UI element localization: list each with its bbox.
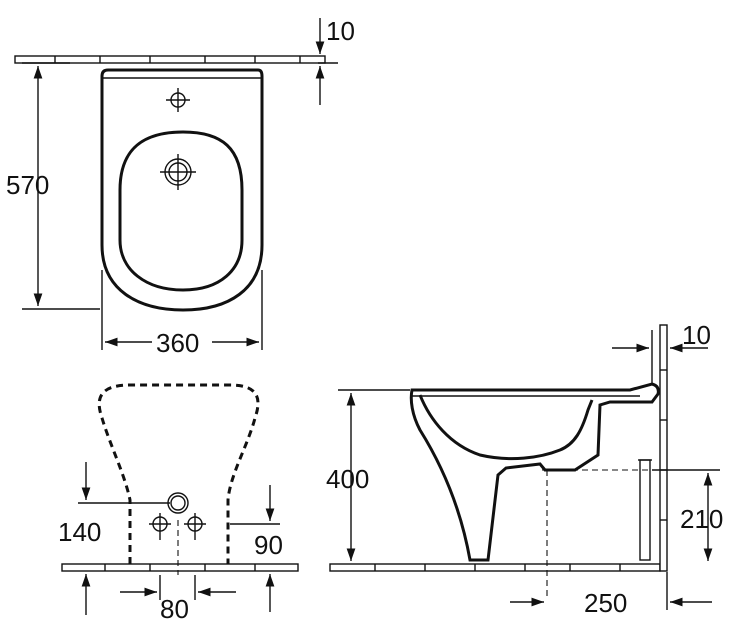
width-dimension-line [101,270,263,350]
left-inlet-symbol [149,513,171,540]
waste-outlet-symbol [167,492,189,514]
side-view: 400 210 250 10 [326,320,723,618]
side-height-dimension-line [230,485,280,612]
bowl-height-label: 400 [326,464,369,494]
side-floor-strip [329,563,661,572]
tap-hole-symbol [166,88,190,112]
bowl-height-dimension-line [338,389,410,561]
depth-dimension-label: 570 [6,170,49,200]
drain-height-label: 210 [680,504,723,534]
bidet-bowl-profile [418,394,594,461]
side-wall-gap-label: 10 [682,320,711,350]
right-inlet-symbol [184,513,206,540]
width-dimension-label: 360 [156,328,199,358]
bidet-bowl [118,130,244,292]
bidet-hidden-outline [97,383,260,564]
waste-pipe-symbol [638,459,652,561]
spacing-dimension-line [120,575,236,600]
bidet-side-outline [409,382,660,562]
inlet-height-label: 140 [58,517,101,547]
drain-offset-label: 250 [584,588,627,618]
drain-offset-dimension-line [510,572,712,610]
spacing-label: 80 [160,594,189,624]
top-wall-gap-dimension-line [315,18,338,105]
back-floor-strip [61,563,299,572]
bidet-top-outline [100,68,264,312]
top-wall-gap-label: 10 [326,16,355,46]
drain-height-dimension-line [652,469,720,561]
top-wall-strip [14,55,326,64]
side-height-label: 90 [254,530,283,560]
drain-symbol [160,154,196,190]
side-wall-gap-dimension-line [612,330,708,385]
inlet-height-dimension-line [78,462,170,615]
depth-dimension-line [22,62,100,310]
side-wall-strip [659,324,668,572]
top-view: 570 360 10 [6,16,355,358]
back-view: 140 90 80 [58,383,299,624]
